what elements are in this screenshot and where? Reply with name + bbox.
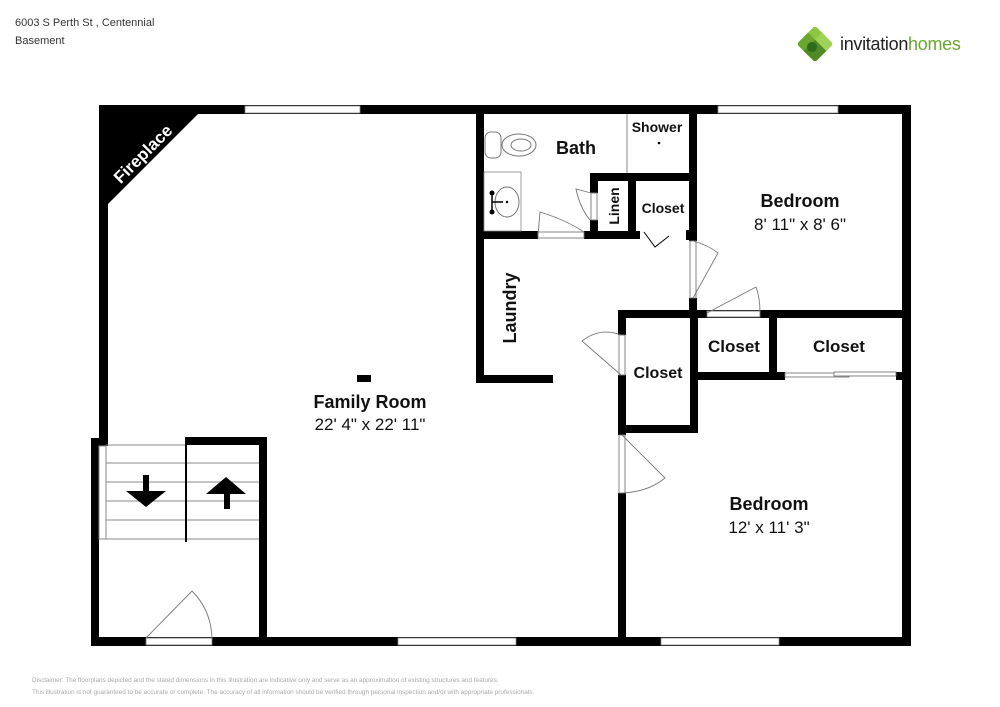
laundry-label: Laundry	[500, 272, 520, 343]
arrow-down-icon	[126, 475, 166, 507]
closet-c-label: Closet	[813, 337, 865, 356]
shower-drain-icon	[657, 141, 661, 145]
disclaimer: Disclaimer: The floorplans depicted and …	[32, 675, 534, 699]
bedroom1-label: Bedroom	[760, 191, 839, 211]
shower-label: Shower	[632, 119, 683, 135]
doors	[145, 188, 897, 646]
windows	[244, 105, 839, 646]
closet-a-label: Closet	[634, 365, 684, 382]
bedroom2-label: Bedroom	[729, 494, 808, 514]
sink-icon	[483, 171, 522, 232]
invitation-homes-logo-icon	[798, 27, 832, 61]
interior-walls	[185, 105, 911, 646]
floor-name: Basement	[15, 35, 65, 47]
brand-logo: invitationhomes	[798, 27, 961, 61]
logo-word-invitation: invitation	[840, 33, 909, 54]
logo-wordmark: invitationhomes	[840, 34, 961, 55]
bedroom2-dims: 12' x 11' 3"	[728, 518, 809, 537]
fireplace	[99, 105, 207, 213]
closet-hall-label: Closet	[642, 200, 685, 216]
disclaimer-line-1: Disclaimer: The floorplans depicted and …	[32, 677, 499, 684]
address-text: 6003 S Perth St , Centennial	[15, 17, 155, 29]
floor-vent-icon	[357, 375, 371, 382]
family-room-label: Family Room	[313, 392, 426, 412]
toilet-icon	[484, 131, 537, 159]
family-room-dims: 22' 4" x 22' 11"	[315, 415, 426, 434]
plan-header: 6003 S Perth St , Centennial Basement	[15, 14, 154, 50]
disclaimer-line-2: This illustration is not guaranteed to b…	[32, 689, 535, 696]
bedroom1-dims: 8' 11" x 8' 6"	[754, 215, 846, 234]
linen-label: Linen	[606, 187, 622, 224]
logo-word-homes: homes	[908, 33, 961, 54]
arrow-up-icon	[206, 477, 246, 509]
staircase	[98, 444, 259, 542]
closet-b-label: Closet	[708, 337, 760, 356]
bath-label: Bath	[556, 138, 596, 158]
